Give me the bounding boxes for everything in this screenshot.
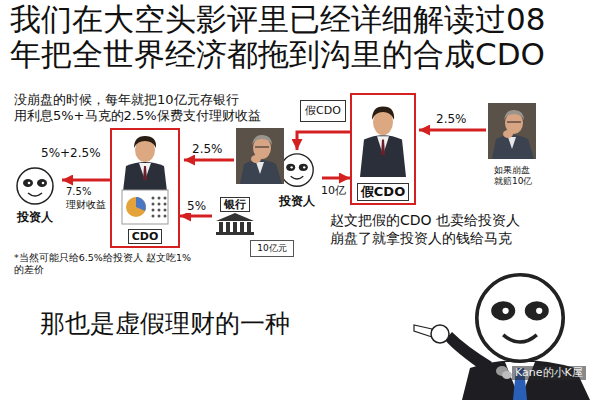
node-label: 银行 [220,197,250,212]
footnote: *当然可能只给6.5%给投资人 赵文吃1%的差价 [14,252,194,276]
investor-figure: 投资人 [272,150,322,210]
rate-label: 2.5% [436,112,467,127]
cdo-box: CDO [110,128,180,248]
rate-label: 5% [186,199,207,213]
rate-label: 10亿 [320,184,347,197]
flow-arrow [297,132,350,150]
investor-figure: 投资人 [8,162,62,226]
title: 我们在大空头影评里已经详细解读过08 年把全世界经济都拖到沟里的合成CDO [10,2,592,71]
panel-caption: 没崩盘的时候，每年就把10亿元存银行 用利息5%+马克的2.5%保费支付理财收益 [14,92,264,125]
money-box: 10亿元 [250,240,294,257]
flow-arrow [180,215,212,218]
node-label: 投资人 [279,194,315,208]
meme-figure [414,275,590,400]
mark-figure [488,103,536,159]
panel-caption: 赵文把假的CDO 也卖给投资人 崩盘了就拿投资人的钱给马克 [330,212,570,247]
node-label: CDO [128,229,163,244]
bank-icon: 银行 [212,195,258,237]
watermark: Kane的小K屋 [512,366,586,380]
node-label: 假CDO [357,183,409,201]
flow-arrow [322,177,350,180]
cdo-document [122,190,168,224]
investor-face [17,168,53,204]
mark-figure [236,128,284,184]
rate-label: 5%+2.5% [40,146,102,160]
investor-face [281,154,313,186]
crash-note: 如果崩盘 就赔10亿 [494,165,544,188]
node-label: 假CDO [305,104,341,117]
fake-cdo-tag: 假CDO [300,100,346,122]
premium-arrow [419,129,486,132]
flow-arrow [62,179,110,182]
fake-cdo-box: 假CDO [350,93,416,205]
node-label: 10亿元 [257,243,286,254]
premium-arrow [184,159,234,162]
yield-label: 7.5% 理财收益 [66,186,110,211]
trader-figure [360,107,406,177]
node-label: 投资人 [17,210,53,224]
rate-label: 2.5% [192,142,223,157]
punchline: 那也是虚假理财的一种 [40,308,290,339]
bank-building [216,213,254,235]
wechat-icon [496,366,512,379]
